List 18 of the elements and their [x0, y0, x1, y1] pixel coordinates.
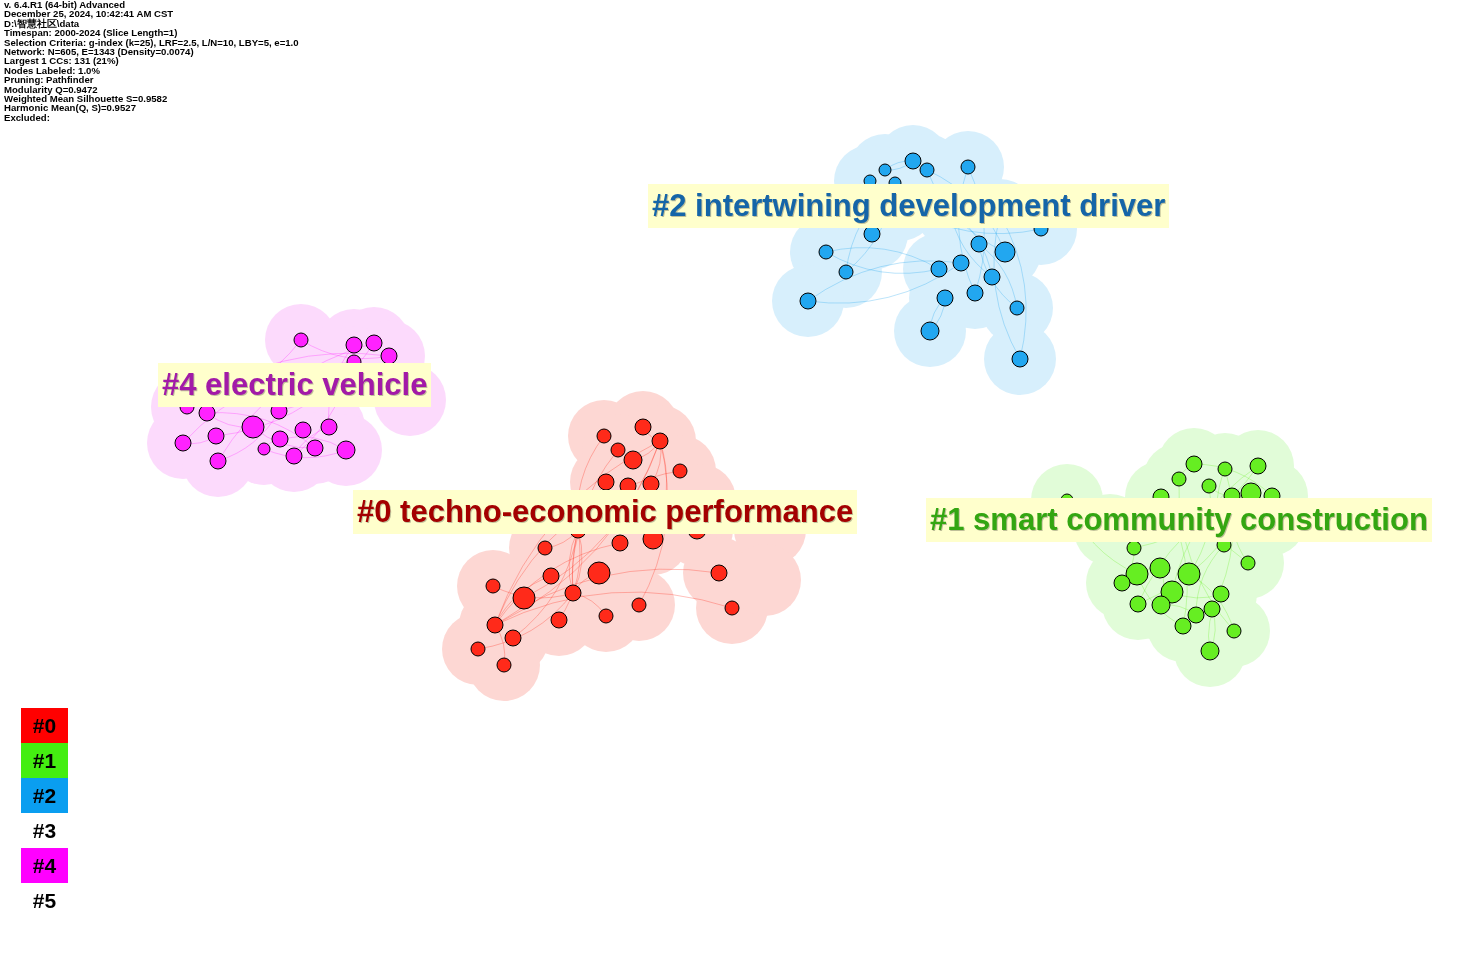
info-line: D:\智慧社区\data: [4, 18, 80, 29]
legend-swatch: #1: [21, 743, 68, 778]
info-line: December 25, 2024, 10:42:41 AM CST: [4, 9, 174, 19]
info-line: Largest 1 CCs: 131 (21%): [4, 56, 119, 66]
info-line: Network: N=605, E=1343 (Density=0.0074): [4, 47, 194, 57]
info-line: Timespan: 2000-2024 (Slice Length=1): [4, 28, 178, 38]
info-line: Pruning: Pathfinder: [4, 75, 94, 85]
cluster-label: #1 smart community construction: [926, 498, 1432, 542]
legend-swatch: #0: [21, 708, 68, 743]
cluster-label: #2 intertwining development driver: [648, 184, 1170, 228]
info-line: Weighted Mean Silhouette S=0.9582: [4, 94, 168, 104]
legend-swatch: #4: [21, 848, 68, 883]
info-line: Excluded:: [4, 112, 50, 123]
cluster-label: #0 techno-economic performance: [353, 490, 858, 534]
info-line: v. 6.4.R1 (64-bit) Advanced: [4, 0, 126, 10]
cluster-label: #4 electric vehicle: [158, 363, 432, 407]
info-line: Harmonic Mean(Q, S)=0.9527: [4, 103, 136, 113]
legend-swatch: #2: [21, 778, 68, 813]
